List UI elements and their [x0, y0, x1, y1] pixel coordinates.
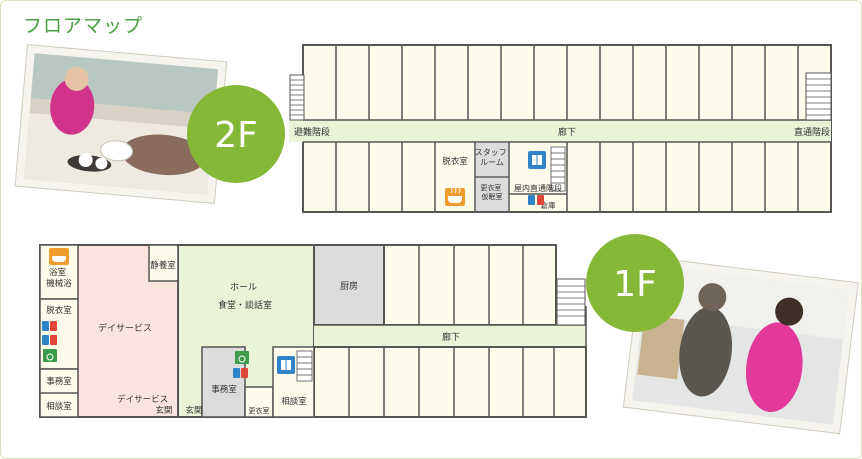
bath-icon: [49, 248, 69, 265]
bath-icon: [445, 187, 465, 206]
floor-2f-corridor: [289, 120, 831, 142]
label-staff-room: スタッフ ルーム: [475, 148, 510, 167]
photo-1f: [622, 255, 859, 435]
changing-room-2f: [476, 178, 508, 211]
restroom-icon: [528, 195, 544, 205]
label-direct-stairs: 直通階段: [794, 126, 830, 138]
direct-stairs-2f: [805, 72, 832, 121]
label-office-left: 事務室: [46, 376, 72, 387]
elevator-icon: [528, 151, 546, 169]
label-evacuation-stairs: 避難階段: [294, 126, 330, 138]
label-changing-nap-room: 更衣室 仮眠室: [480, 183, 503, 201]
label-dressing-room-1f: 脱衣室: [46, 305, 72, 316]
staff-room-2f: [476, 143, 508, 176]
label-consult-left: 相談室: [46, 401, 72, 412]
label-kitchen: 厨房: [340, 280, 358, 292]
badge-1f-label: 1F: [613, 264, 657, 305]
stairs-1f-right: [556, 278, 586, 326]
label-changing-room: 更衣室: [249, 406, 270, 415]
label-storage: 倉庫: [541, 200, 556, 210]
label-bathroom-machine: 浴室 機械浴: [46, 267, 72, 289]
restroom-icon: [42, 321, 57, 345]
badge-2f: 2F: [187, 85, 285, 183]
badge-1f: 1F: [586, 234, 684, 332]
label-day-service: デイサービス: [98, 322, 152, 334]
page-title: フロアマップ: [23, 15, 144, 37]
badge-2f-label: 2F: [214, 115, 258, 156]
label-rest-room: 静養室: [150, 260, 176, 271]
label-consult: 相談室: [281, 396, 307, 407]
photo-2f: [14, 44, 228, 204]
indoor-stairs-2f: [550, 146, 566, 192]
floor-1f-plan: 浴室 機械浴 静養室 脱衣室 デイサービス 事務室 相談室 デイサービス 玄関 …: [39, 244, 587, 418]
wheelchair-icon: [43, 349, 57, 362]
label-hall: ホール 食堂・談話室: [218, 282, 272, 311]
evacuation-stairs-2f: [289, 74, 305, 121]
label-office: 事務室: [211, 384, 237, 395]
wheelchair-icon: [235, 351, 249, 364]
restroom-icon: [233, 368, 248, 378]
label-entrance: 玄関: [185, 405, 202, 416]
label-corridor-1f: 廊下: [442, 331, 460, 343]
label-indoor-direct-stairs: 屋内直通階段: [514, 183, 562, 193]
floor-2f-plan: 避難階段 廊下 直通階段 脱衣室 スタッフ ルーム 更衣室 仮眠室 屋内直通階段…: [289, 44, 832, 213]
stairs-1f-center: [296, 350, 313, 382]
floor-1f-corridor: [314, 325, 586, 347]
label-day-service-entrance: デイサービス 玄関: [117, 394, 172, 416]
label-dressing-room-2f: 脱衣室: [442, 156, 468, 167]
label-corridor-2f: 廊下: [558, 126, 576, 138]
kitchen-area: [313, 244, 385, 326]
elevator-icon: [277, 356, 295, 374]
